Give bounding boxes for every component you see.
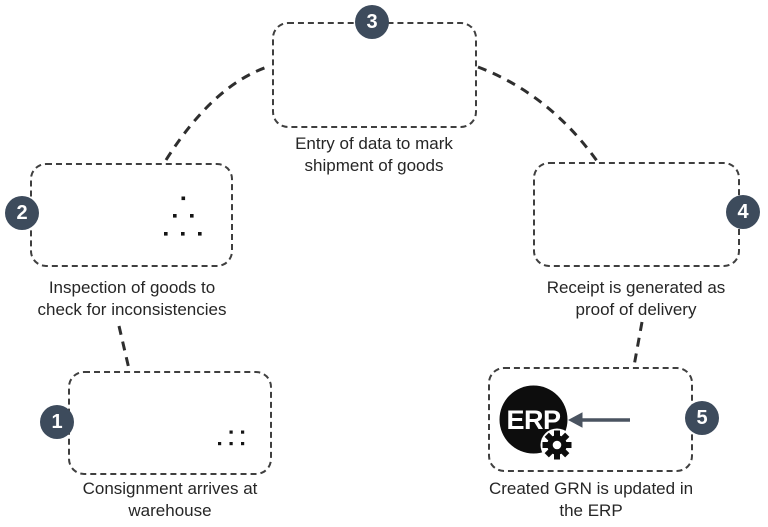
step-3-badge: 3 <box>355 5 389 39</box>
left-arrow-icon <box>566 408 632 432</box>
step-4-badge: 4 <box>726 195 760 229</box>
step-3-caption: Entry of data to mark shipment of goods <box>295 134 453 175</box>
clipboard-checklist-icon <box>96 171 140 225</box>
step-1-caption: Consignment arrives at warehouse <box>82 479 258 520</box>
monitor-table-icon <box>296 44 376 116</box>
step-5-caption: Created GRN is updated in the ERP <box>488 479 694 520</box>
boxes-stack-icon <box>158 191 214 249</box>
user-bust-icon <box>386 39 452 111</box>
user-bust-icon <box>640 178 706 250</box>
step-1-badge: 1 <box>40 405 74 439</box>
step-2-caption: Inspection of goods to check for inconsi… <box>37 278 227 319</box>
connector-step2-step1 <box>117 325 131 370</box>
erp-gear-icon: ERP <box>496 382 584 468</box>
step-5-badge: 5 <box>685 401 719 435</box>
step-2-badge: 2 <box>5 196 39 230</box>
step-4-box <box>533 162 740 267</box>
step-4-caption: Receipt is generated as proof of deliver… <box>546 278 726 319</box>
connector-step3-step4 <box>477 65 599 162</box>
person-standing-icon <box>53 171 89 257</box>
document-icon <box>628 385 678 453</box>
connector-step4-step5 <box>632 321 644 367</box>
document-icon <box>572 184 622 252</box>
truck-icon <box>82 401 172 459</box>
warehouse-icon <box>193 387 263 453</box>
